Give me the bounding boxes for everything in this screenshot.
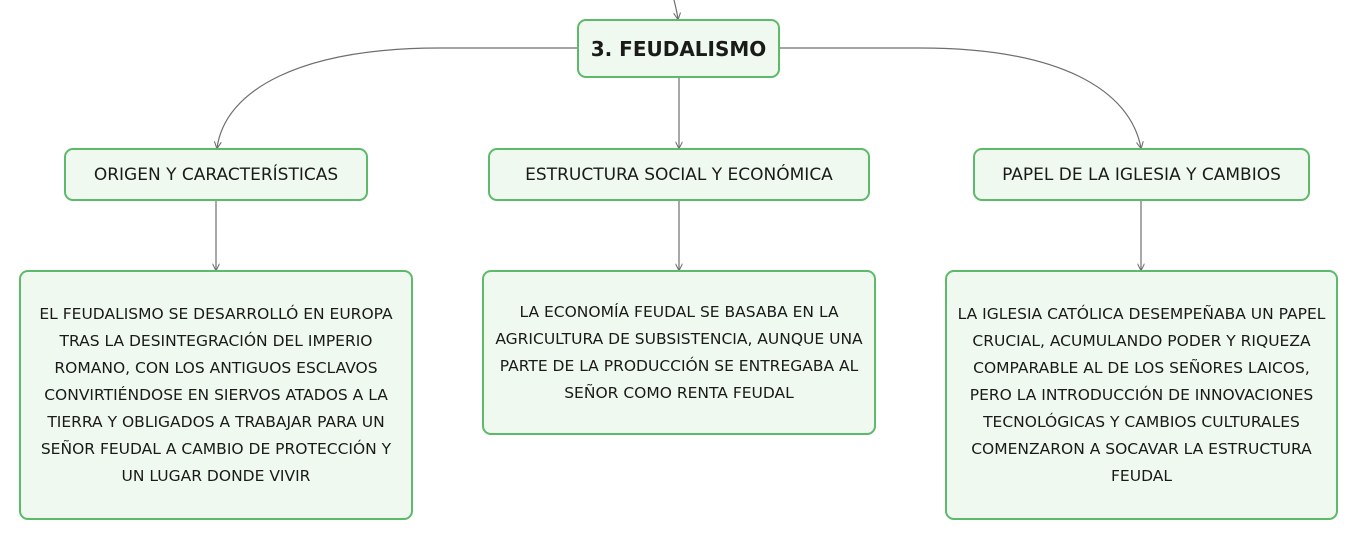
root-topic-label: 3. FEUDALISMO [590, 36, 767, 61]
connector-parent-to-root [673, 0, 678, 19]
branch-title-iglesia: PAPEL DE LA IGLESIA Y CAMBIOS [1002, 164, 1281, 185]
connector-root-to-origen [217, 47, 577, 148]
branch-node-iglesia[interactable]: PAPEL DE LA IGLESIA Y CAMBIOS [973, 148, 1310, 201]
detail-text-origen: EL FEUDALISMO SE DESARROLLÓ EN EUROPA TR… [39, 304, 393, 485]
connector-root-to-iglesia [780, 47, 1141, 148]
detail-text-estructura: LA ECONOMÍA FEUDAL SE BASABA EN LA AGRIC… [495, 302, 863, 402]
detail-node-iglesia[interactable]: LA IGLESIA CATÓLICA DESEMPEÑABA UN PAPEL… [945, 270, 1338, 520]
detail-node-estructura[interactable]: LA ECONOMÍA FEUDAL SE BASABA EN LA AGRIC… [482, 270, 876, 435]
branch-title-estructura: ESTRUCTURA SOCIAL Y ECONÓMICA [525, 164, 833, 185]
detail-node-origen[interactable]: EL FEUDALISMO SE DESARROLLÓ EN EUROPA TR… [19, 270, 413, 520]
root-topic-node[interactable]: 3. FEUDALISMO [577, 19, 780, 78]
detail-text-iglesia: LA IGLESIA CATÓLICA DESEMPEÑABA UN PAPEL… [957, 304, 1326, 485]
branch-node-estructura[interactable]: ESTRUCTURA SOCIAL Y ECONÓMICA [488, 148, 870, 201]
branch-node-origen[interactable]: ORIGEN Y CARACTERÍSTICAS [64, 148, 368, 201]
branch-title-origen: ORIGEN Y CARACTERÍSTICAS [93, 164, 339, 185]
